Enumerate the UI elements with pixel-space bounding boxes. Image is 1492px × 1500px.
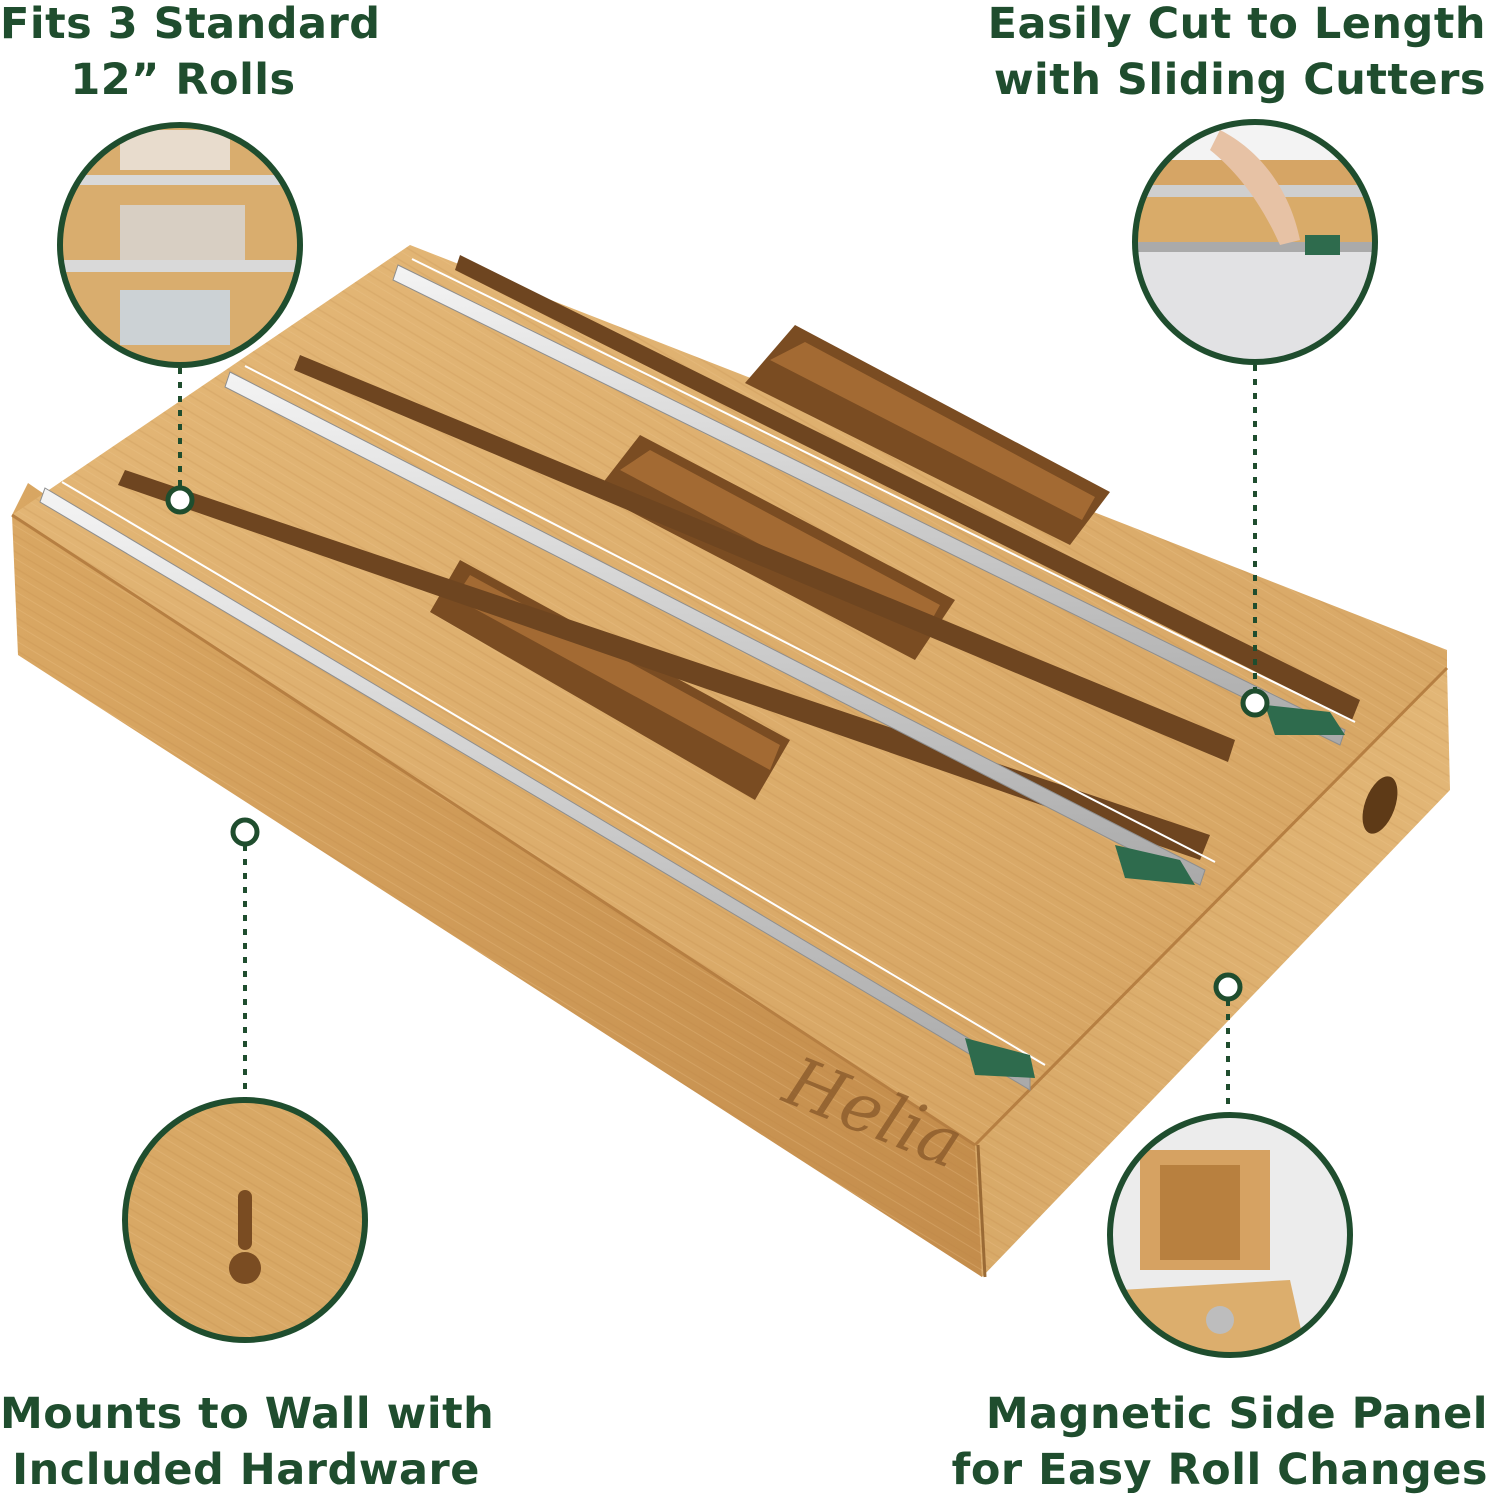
wrap-dispenser: Helia: [11, 245, 1450, 1278]
callout-connectors: [178, 365, 1257, 1112]
caption-line: with Sliding Cutters: [993, 55, 1486, 105]
keyhole-closeup: [122, 1097, 368, 1343]
caption-line: Included Hardware: [12, 1445, 480, 1495]
dispensing-slots: [118, 255, 1360, 860]
caption-line: for Easy Roll Changes: [951, 1445, 1488, 1495]
callout-dots: [165, 485, 1270, 1002]
sliding-cutters: [965, 705, 1345, 1078]
feature-caption-panel: Magnetic Side Panel for Easy Roll Change…: [948, 1386, 1488, 1498]
cutter-rails: [39, 258, 1356, 1091]
caption-line: 12” Rolls: [70, 55, 296, 105]
caption-line: Magnetic Side Panel: [985, 1389, 1488, 1439]
caption-line: Mounts to Wall with: [0, 1389, 495, 1439]
feature-caption-mount: Mounts to Wall with Included Hardware: [0, 1386, 495, 1498]
caption-line: Easily Cut to Length: [987, 0, 1486, 49]
side-hole: [1362, 776, 1398, 834]
caption-line: Fits 3 Standard: [0, 0, 381, 49]
cutter-closeup: [1132, 119, 1378, 365]
panel-closeup: [1107, 1112, 1353, 1358]
rolls-closeup: [57, 122, 303, 368]
feature-caption-rolls: Fits 3 Standard 12” Rolls: [0, 0, 381, 108]
feature-caption-cutters: Easily Cut to Length with Sliding Cutter…: [986, 0, 1486, 108]
